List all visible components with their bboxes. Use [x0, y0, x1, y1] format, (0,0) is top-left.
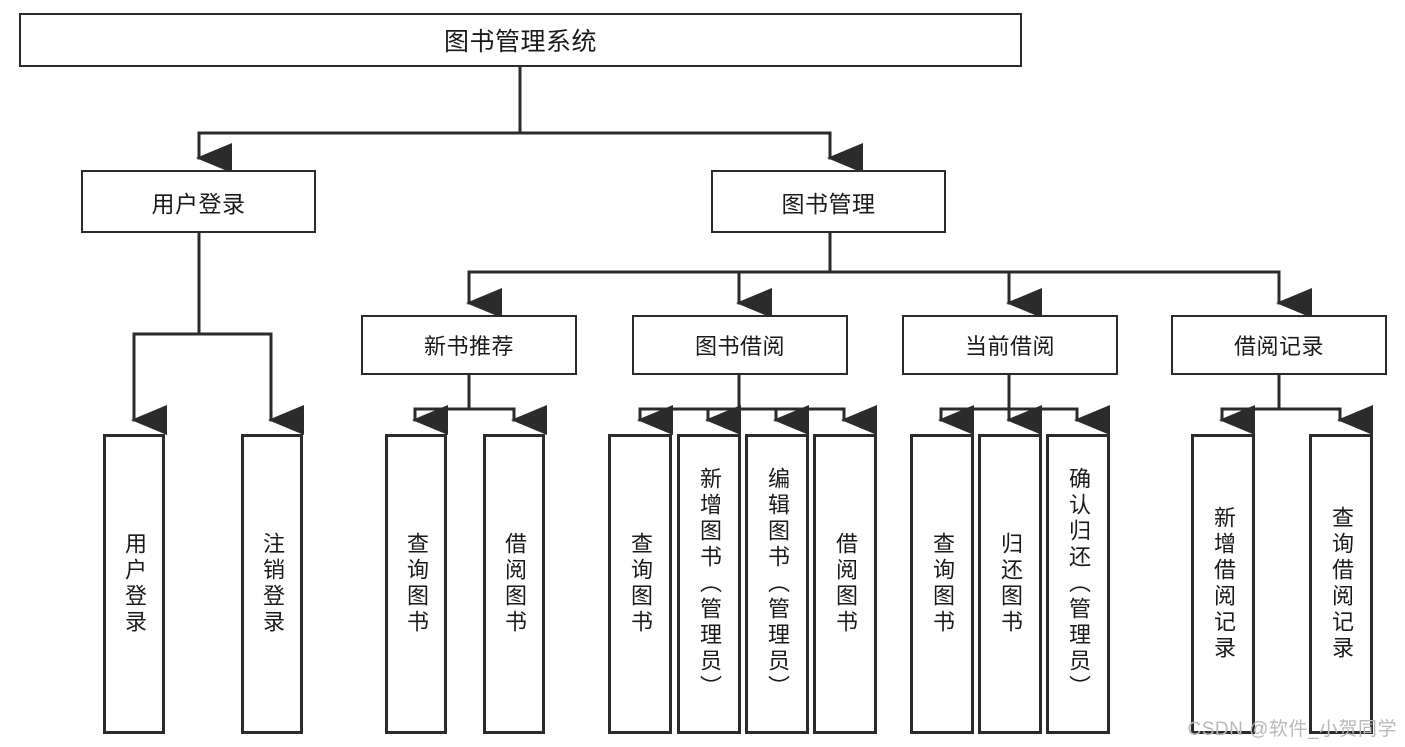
node-label: 归还图书 [997, 532, 1023, 636]
leaf-add-book-admin[interactable]: 新增图书（管理员） [677, 434, 741, 734]
leaf-query-book-borrow[interactable]: 查询图书 [608, 434, 672, 734]
node-label: 新增借阅记录 [1210, 506, 1236, 662]
node-label: 查询图书 [627, 532, 653, 636]
node-label: 查询图书 [403, 532, 429, 636]
node-label: 新增图书（管理员） [696, 467, 722, 701]
leaf-add-borrow-record[interactable]: 新增借阅记录 [1191, 434, 1255, 734]
leaf-user-login[interactable]: 用户登录 [103, 434, 165, 734]
node-label: 编辑图书（管理员） [764, 467, 790, 701]
node-label: 借阅图书 [501, 532, 527, 636]
leaf-return-book[interactable]: 归还图书 [978, 434, 1042, 734]
leaf-confirm-return-admin[interactable]: 确认归还（管理员） [1046, 434, 1110, 734]
node-label: 图书管理系统 [443, 28, 597, 56]
leaf-query-book-new[interactable]: 查询图书 [385, 434, 447, 734]
node-borrow-record[interactable]: 借阅记录 [1171, 315, 1387, 375]
leaf-edit-book-admin[interactable]: 编辑图书（管理员） [745, 434, 809, 734]
node-new-book-recommend[interactable]: 新书推荐 [361, 315, 577, 375]
node-label: 用户登录 [151, 190, 246, 217]
node-label: 新书推荐 [423, 334, 514, 359]
leaf-query-borrow-record[interactable]: 查询借阅记录 [1309, 434, 1373, 734]
node-book-management[interactable]: 图书管理 [711, 170, 946, 233]
node-label: 确认归还（管理员） [1065, 467, 1091, 701]
leaf-logout[interactable]: 注销登录 [241, 434, 303, 734]
node-label: 图书管理 [781, 190, 876, 217]
leaf-borrow-book[interactable]: 借阅图书 [813, 434, 877, 734]
leaf-borrow-book-new[interactable]: 借阅图书 [483, 434, 545, 734]
node-label: 注销登录 [259, 532, 285, 636]
node-label: 查询借阅记录 [1328, 506, 1354, 662]
node-label: 用户登录 [121, 532, 147, 636]
leaf-query-book-current[interactable]: 查询图书 [910, 434, 974, 734]
node-label: 当前借阅 [964, 334, 1055, 359]
node-root-system[interactable]: 图书管理系统 [19, 13, 1022, 67]
node-label: 图书借阅 [694, 334, 785, 359]
node-current-borrow[interactable]: 当前借阅 [902, 315, 1118, 375]
node-label: 查询图书 [929, 532, 955, 636]
node-book-borrow[interactable]: 图书借阅 [632, 315, 848, 375]
node-label: 借阅记录 [1233, 334, 1324, 359]
node-label: 借阅图书 [832, 532, 858, 636]
node-user-login[interactable]: 用户登录 [81, 170, 316, 233]
